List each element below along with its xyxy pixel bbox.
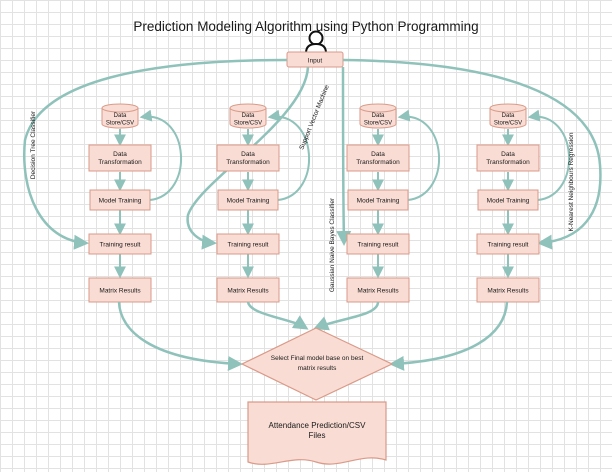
matrix-results-label: Matrix Results — [99, 288, 141, 295]
data-store-label-line-2: Store/CSV — [234, 121, 262, 127]
training-result-box — [88, 233, 152, 255]
data-transformation-box — [216, 144, 280, 172]
matrix-results-box — [346, 277, 410, 303]
data-store-icon — [359, 103, 397, 129]
data-transformation-label-line-2: Transformation — [356, 159, 400, 166]
user-icon — [305, 30, 327, 54]
matrix-results-label: Matrix Results — [487, 288, 529, 295]
decision-label-line-2: matrix results — [298, 365, 337, 372]
flow-training-loop — [397, 109, 440, 201]
data-store-icon — [229, 103, 267, 129]
model-training-label: Model Training — [357, 198, 400, 205]
flow-matrix-2-to-decision — [246, 301, 309, 330]
data-transformation-label-line-1: Data — [113, 151, 127, 158]
training-result-label: Training result — [358, 242, 399, 249]
model-training-box — [89, 189, 151, 211]
data-transformation-box — [88, 144, 152, 172]
training-result-label: Training result — [100, 242, 141, 249]
matrix-results-box — [476, 277, 540, 303]
flow-matrix-3-to-decision — [313, 301, 380, 331]
data-transformation-label-line-1: Data — [501, 151, 515, 158]
data-store-icon — [489, 103, 527, 129]
training-result-box — [346, 233, 410, 255]
flow-training-loop — [267, 109, 310, 201]
model-training-label: Model Training — [227, 198, 270, 205]
flow-input-to-result-3 — [336, 66, 352, 246]
data-transformation-label-line-2: Transformation — [486, 159, 530, 166]
algorithm-label-3: Gaussian Naive Bayes Classifier — [329, 197, 336, 292]
data-store-label-line-2: Store/CSV — [494, 121, 522, 127]
data-store-label-line-2: Store/CSV — [364, 121, 392, 127]
data-store-label-line-1: Data — [242, 113, 255, 119]
data-transformation-label-line-1: Data — [241, 151, 255, 158]
training-result-label: Training result — [488, 242, 529, 249]
diagram-title: Prediction Modeling Algorithm using Pyth… — [133, 19, 478, 34]
data-store-label-line-2: Store/CSV — [106, 121, 134, 127]
model-training-box — [217, 189, 279, 211]
data-transformation-label-line-2: Transformation — [226, 159, 270, 166]
output-label-line-2: Files — [309, 431, 326, 440]
flow-input-to-result-1 — [23, 58, 288, 250]
model-training-label: Model Training — [487, 198, 530, 205]
data-store-label-line-1: Data — [114, 113, 127, 119]
model-training-box — [477, 189, 539, 211]
flow-training-loop — [139, 109, 182, 201]
flow-input-to-result-2 — [186, 66, 310, 250]
output-label-line-1: Attendance Prediction/CSV — [269, 421, 367, 430]
algorithm-label-2: Support Vector Machine — [298, 84, 331, 151]
training-result-label: Training result — [228, 242, 269, 249]
input-label: Input — [308, 58, 323, 65]
flow-input-to-result-4 — [342, 58, 602, 250]
training-result-box — [476, 233, 540, 255]
output-document — [247, 401, 387, 465]
matrix-results-box — [216, 277, 280, 303]
model-training-label: Model Training — [99, 198, 142, 205]
decision-label-line-1: Select Final model base on best — [271, 355, 364, 362]
matrix-results-box — [88, 277, 152, 303]
algorithm-label-4: K-Nearest Neighbours Regression — [568, 132, 575, 231]
matrix-results-label: Matrix Results — [227, 288, 269, 295]
flow-training-loop — [527, 109, 570, 201]
data-store-label-line-1: Data — [502, 113, 515, 119]
data-transformation-label-line-2: Transformation — [98, 159, 142, 166]
decision-diamond — [240, 327, 394, 401]
model-training-box — [347, 189, 409, 211]
algorithm-label-1: Decision Tree Classifier — [30, 110, 37, 179]
data-transformation-label-line-1: Data — [371, 151, 385, 158]
data-store-icon — [101, 103, 139, 129]
flow-matrix-4-to-decision — [389, 301, 509, 371]
data-transformation-box — [476, 144, 540, 172]
training-result-box — [216, 233, 280, 255]
data-store-label-line-1: Data — [372, 113, 385, 119]
matrix-results-label: Matrix Results — [357, 288, 399, 295]
data-transformation-box — [346, 144, 410, 172]
flow-matrix-1-to-decision — [117, 301, 243, 371]
